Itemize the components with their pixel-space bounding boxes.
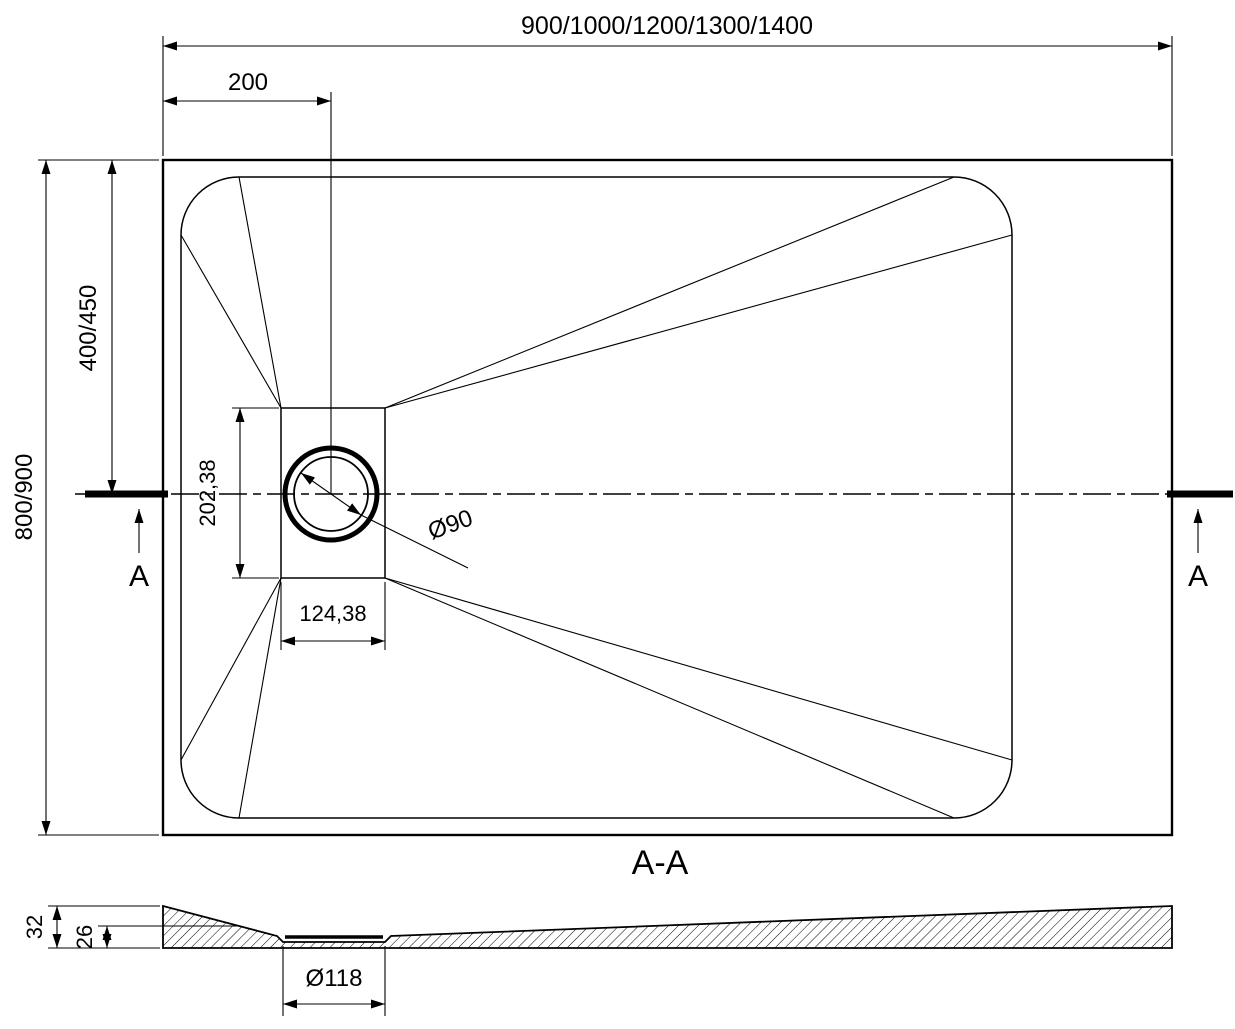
section-mark-right-label: A [1188, 560, 1208, 593]
dimension-inner-height: 26 [72, 925, 239, 949]
dimension-drain-cutout-height: 202,38 [195, 407, 279, 579]
overall-depth-label: 800/900 [11, 454, 38, 541]
dimension-drain-offset: 200 [163, 69, 331, 106]
drain-offset-label: 200 [228, 69, 268, 96]
dimension-overall-width: 900/1000/1200/1300/1400 [162, 12, 1173, 156]
tray-outer-outline [161, 158, 1174, 837]
dimension-drain-hole: Ø118 [282, 946, 386, 1016]
section-view: A-A 32 26 Ø118 [22, 844, 1173, 1016]
overall-width-label: 900/1000/1200/1300/1400 [521, 12, 813, 40]
inner-height-label: 26 [72, 925, 97, 949]
drain-cutout-width-label: 124,38 [299, 601, 366, 626]
section-cut-marks: A A [85, 490, 1233, 593]
dimension-edge-height: 32 [22, 905, 160, 949]
dimension-center-offset: 400/450 [75, 160, 117, 494]
top-view: 900/1000/1200/1300/1400 200 800/900 400/… [11, 12, 1233, 837]
dimension-overall-depth: 800/900 [11, 159, 159, 836]
edge-height-label: 32 [22, 915, 47, 939]
dimension-drain-cutout-width: 124,38 [280, 582, 386, 650]
center-offset-label: 400/450 [75, 285, 102, 372]
drain-hole-diameter-label: Ø118 [306, 965, 363, 992]
slope-fold-lines [180, 176, 1013, 819]
drain-cutout-height-label: 202,38 [195, 459, 220, 526]
section-view-title: A-A [632, 844, 689, 882]
tray-basin-outline [180, 176, 1013, 819]
drain-diameter-label: Ø90 [424, 505, 476, 546]
section-mark-left-label: A [129, 560, 149, 593]
tray-section-profile [162, 904, 1173, 949]
dimension-drain-diameter: Ø90 [300, 472, 476, 569]
drain-cutout-outline [280, 407, 386, 579]
